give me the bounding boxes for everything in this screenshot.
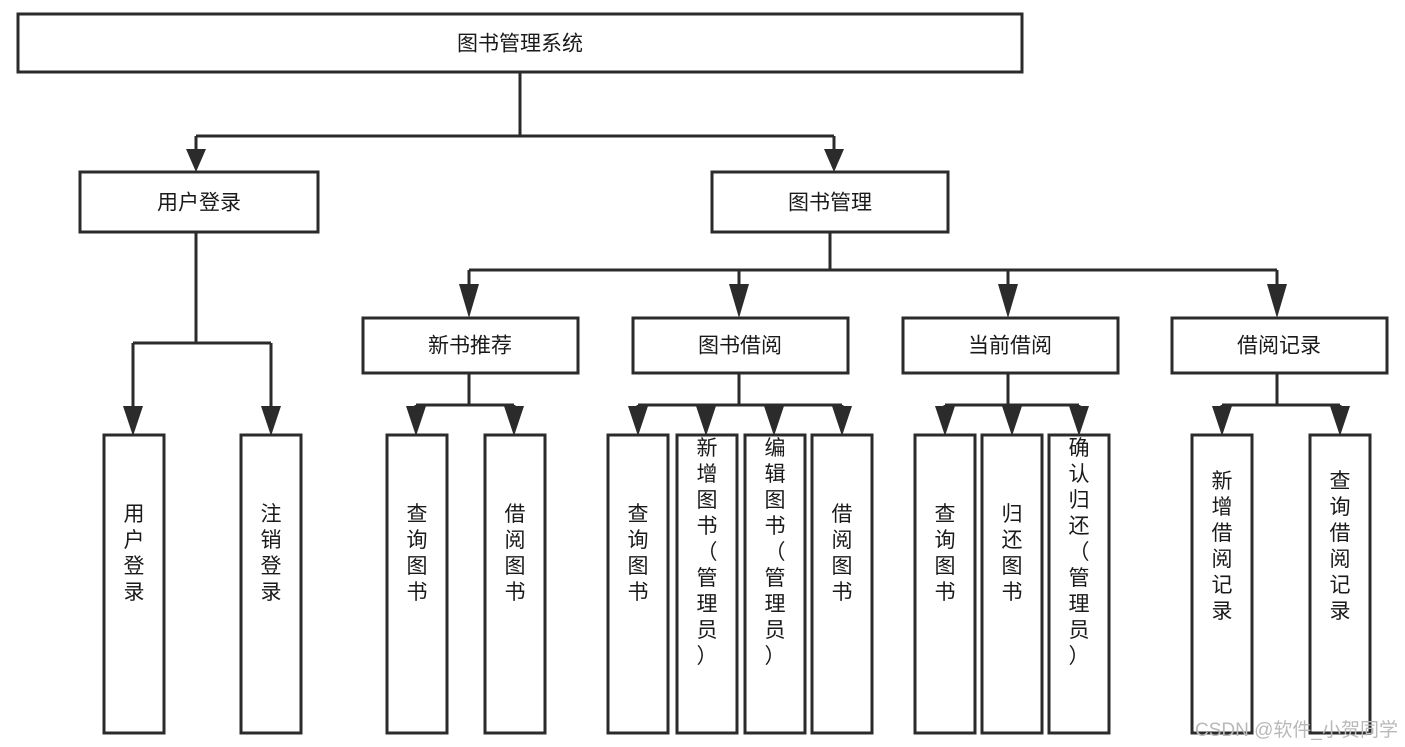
leaf-borrow-book-2-label: 借阅图书 — [832, 503, 853, 604]
borrow-record-box[interactable] — [1170, 316, 1389, 375]
arrow-to-leaf-query-book-2 — [628, 406, 648, 436]
node-leaf-user-login[interactable]: 用户登录 — [102, 433, 166, 735]
user-login-label: 用户登录 — [157, 192, 241, 215]
arrow-to-leaf-query-book-3 — [935, 406, 955, 436]
leaf-confirm-return-label: 确认归还（管理员） — [1069, 437, 1090, 668]
leaf-user-login-box[interactable] — [102, 433, 166, 735]
leaf-borrow-book-1-label: 借阅图书 — [505, 503, 526, 604]
arrow-to-new-book-recommend — [459, 284, 479, 318]
node-leaf-borrow-book-2[interactable]: 借阅图书 — [810, 433, 874, 735]
node-leaf-query-book-1[interactable]: 查询图书 — [385, 433, 449, 735]
arrow-to-leaf-borrow-book-1 — [504, 406, 524, 436]
leaf-query-record-label: 查询借阅记录 — [1330, 470, 1351, 623]
arrow-to-user-login — [186, 149, 206, 172]
arrow-to-book-management — [824, 149, 844, 172]
arrow-to-leaf-confirm-return — [1069, 406, 1089, 436]
arrow-to-current-borrow — [998, 284, 1018, 318]
leaf-return-book-label: 归还图书 — [1002, 503, 1023, 604]
arrow-to-leaf-query-book-1 — [406, 406, 426, 436]
node-leaf-edit-book[interactable]: 编辑图书（管理员） — [743, 433, 807, 735]
leaf-return-book-box[interactable] — [980, 433, 1044, 735]
book-borrow-box[interactable] — [631, 316, 850, 375]
leaf-query-record-box[interactable] — [1308, 433, 1372, 735]
arrow-to-leaf-user-login — [123, 406, 143, 436]
arrow-to-book-borrow — [729, 284, 749, 318]
root-box[interactable] — [16, 12, 1024, 74]
new-book-recommend-box[interactable] — [361, 316, 580, 375]
root-label: 图书管理系统 — [457, 33, 583, 56]
leaf-query-book-2-label: 查询图书 — [628, 503, 649, 604]
node-current-borrow[interactable]: 当前借阅 — [901, 316, 1120, 375]
node-book-borrow[interactable]: 图书借阅 — [631, 316, 850, 375]
arrow-to-leaf-add-record — [1212, 406, 1232, 436]
leaf-add-record-label: 新增借阅记录 — [1212, 470, 1233, 623]
leaf-borrow-book-2-box[interactable] — [810, 433, 874, 735]
arrow-to-leaf-edit-book — [764, 406, 784, 436]
node-leaf-user-logout[interactable]: 注销登录 — [239, 433, 303, 735]
leaf-add-book-box[interactable] — [675, 433, 739, 735]
arrow-to-borrow-record — [1267, 284, 1287, 318]
node-user-login[interactable]: 用户登录 — [78, 170, 320, 234]
leaf-borrow-book-1-box[interactable] — [483, 433, 547, 735]
node-root[interactable]: 图书管理系统 — [16, 12, 1024, 74]
node-book-management[interactable]: 图书管理 — [710, 170, 950, 234]
leaf-query-book-1-box[interactable] — [385, 433, 449, 735]
current-borrow-label: 当前借阅 — [968, 335, 1052, 358]
node-leaf-return-book[interactable]: 归还图书 — [980, 433, 1044, 735]
book-management-box[interactable] — [710, 170, 950, 234]
arrow-to-leaf-query-record — [1330, 406, 1350, 436]
arrow-to-leaf-return-book — [1002, 406, 1022, 436]
leaf-add-book-label: 新增图书（管理员） — [697, 437, 718, 668]
connector-layer — [123, 72, 1350, 436]
node-leaf-query-record[interactable]: 查询借阅记录 — [1308, 433, 1372, 735]
node-leaf-borrow-book-1[interactable]: 借阅图书 — [483, 433, 547, 735]
leaf-query-book-3-box[interactable] — [913, 433, 977, 735]
leaf-user-logout-box[interactable] — [239, 433, 303, 735]
node-leaf-add-book[interactable]: 新增图书（管理员） — [675, 433, 739, 735]
arrow-to-leaf-borrow-book-2 — [832, 406, 852, 436]
arrow-to-leaf-add-book — [696, 406, 716, 436]
leaf-user-login-label: 用户登录 — [124, 503, 145, 604]
leaf-query-book-3-label: 查询图书 — [935, 503, 956, 604]
user-login-box[interactable] — [78, 170, 320, 234]
book-borrow-label: 图书借阅 — [698, 335, 782, 358]
leaf-add-record-box[interactable] — [1190, 433, 1254, 735]
leaf-user-logout-label: 注销登录 — [261, 503, 282, 604]
current-borrow-box[interactable] — [901, 316, 1120, 375]
leaf-query-book-2-box[interactable] — [606, 433, 670, 735]
csdn-watermark: CSDN @软件_小贺同学 — [1195, 719, 1398, 741]
node-leaf-query-book-2[interactable]: 查询图书 — [606, 433, 670, 735]
node-leaf-query-book-3[interactable]: 查询图书 — [913, 433, 977, 735]
node-leaf-add-record[interactable]: 新增借阅记录 — [1190, 433, 1254, 735]
arrow-to-leaf-user-logout — [261, 406, 281, 436]
node-new-book-recommend[interactable]: 新书推荐 — [361, 316, 580, 375]
leaf-query-book-1-label: 查询图书 — [407, 503, 428, 604]
node-borrow-record[interactable]: 借阅记录 — [1170, 316, 1389, 375]
borrow-record-label: 借阅记录 — [1237, 335, 1321, 358]
leaf-edit-book-box[interactable] — [743, 433, 807, 735]
new-book-recommend-label: 新书推荐 — [428, 335, 512, 358]
leaf-edit-book-label: 编辑图书（管理员） — [765, 437, 786, 668]
leaf-confirm-return-box[interactable] — [1047, 433, 1111, 735]
node-leaf-confirm-return[interactable]: 确认归还（管理员） — [1047, 433, 1111, 735]
book-management-label: 图书管理 — [788, 192, 872, 215]
